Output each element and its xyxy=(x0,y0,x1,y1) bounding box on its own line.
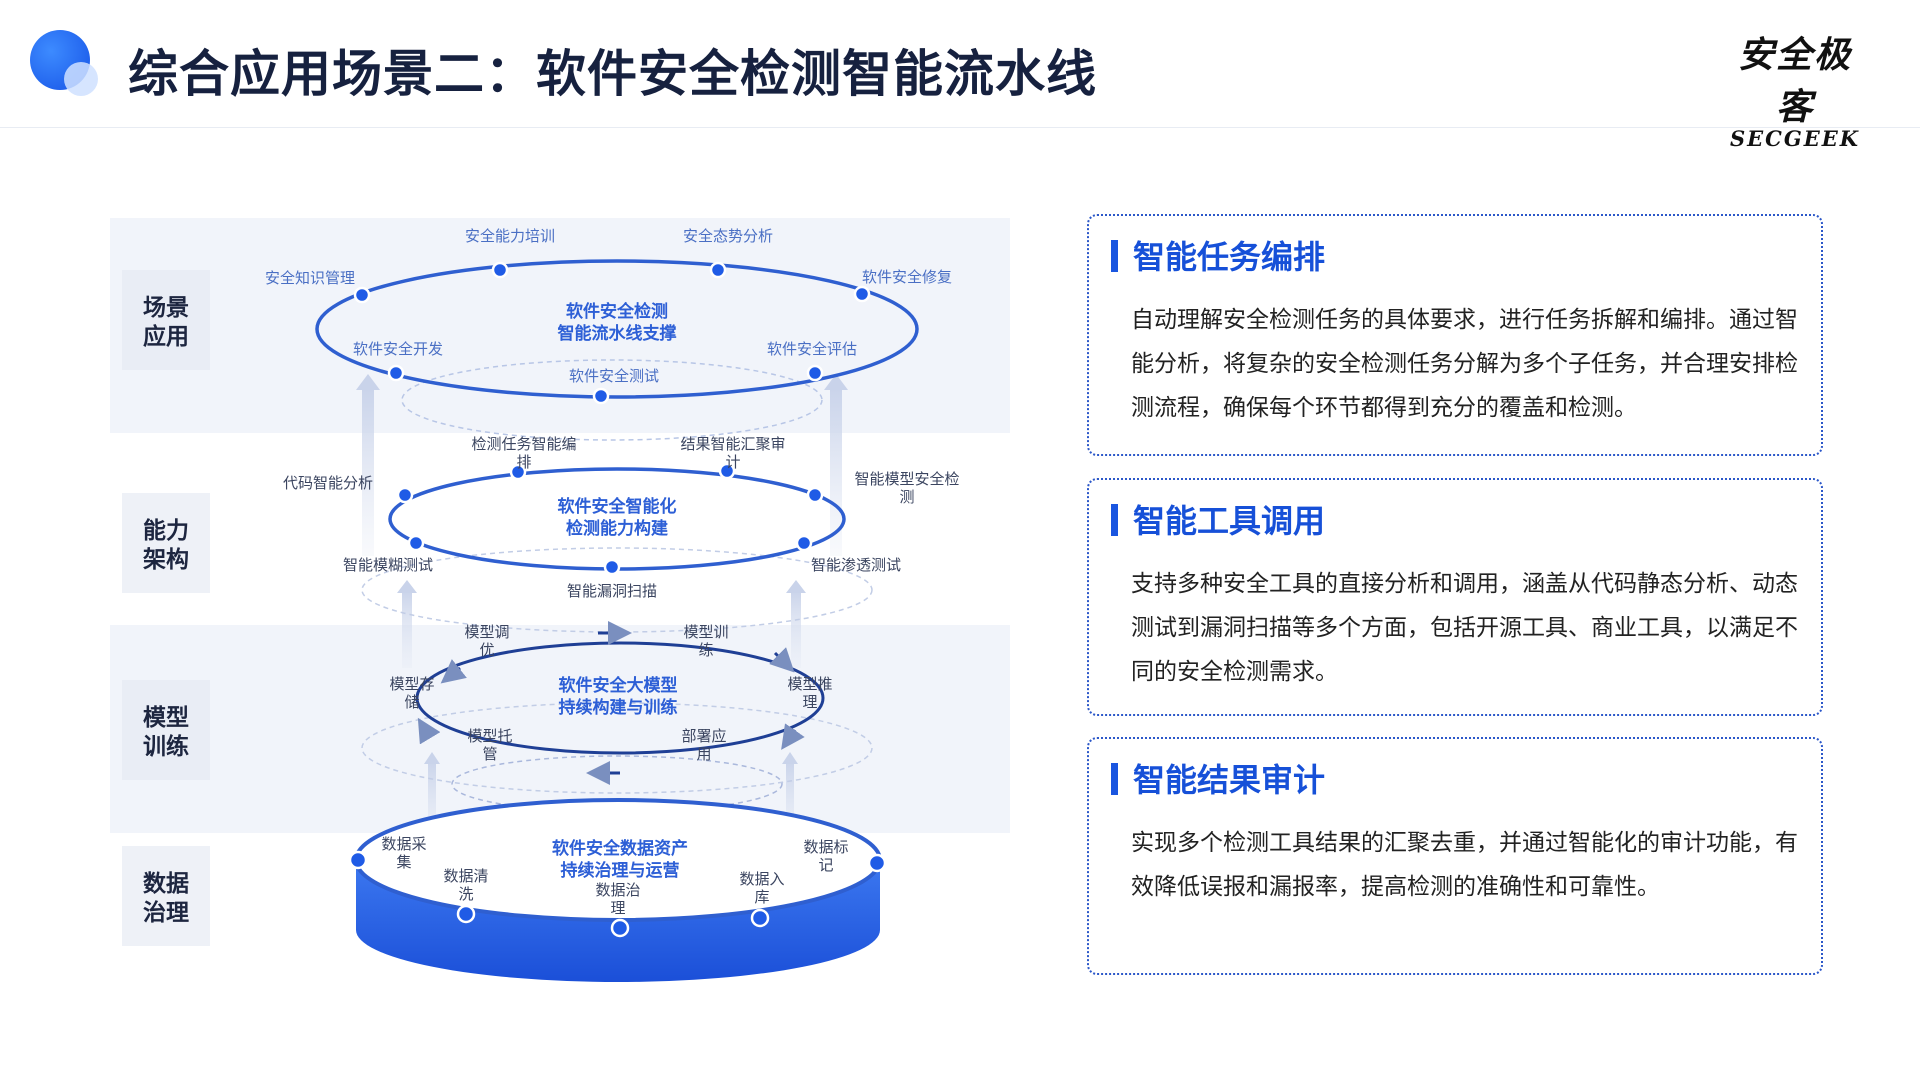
band-model xyxy=(110,625,1010,833)
panel-result-audit: 智能结果审计 实现多个检测工具结果的汇聚去重，并通过智能化的审计功能，有效降低误… xyxy=(1087,737,1823,975)
panel-title: 智能工具调用 xyxy=(1133,502,1326,540)
page-title: 综合应用场景二：软件安全检测智能流水线 xyxy=(128,45,1097,103)
row-label-data: 数据治理 xyxy=(122,846,210,946)
brand-logo-cn: 安全极客 xyxy=(1737,34,1852,128)
panel-accent-bar xyxy=(1111,763,1118,795)
ability-node-label: 智能漏洞扫描 xyxy=(567,582,657,600)
scene-node-label: 安全能力培训 xyxy=(465,227,555,245)
scene-node-dot xyxy=(806,364,824,382)
data-node-label: 数据治理 xyxy=(595,881,640,917)
ability-node-label: 代码智能分析 xyxy=(283,474,373,492)
scene-center-text: 软件安全检测智能流水线支撑 xyxy=(558,301,677,344)
scene-node-dot xyxy=(853,285,871,303)
ability-node-dot xyxy=(407,534,425,552)
ability-node-label: 智能渗透测试 xyxy=(811,556,901,574)
ability-node-dot xyxy=(396,486,414,504)
data-node-dot xyxy=(456,904,476,924)
data-node-label: 数据清洗 xyxy=(443,867,488,903)
panel-accent-bar xyxy=(1111,504,1118,536)
data-node-dot xyxy=(348,850,368,870)
panel-body: 实现多个检测工具结果的汇聚去重，并通过智能化的审计功能，有效降低误报和漏报率，提… xyxy=(1131,830,1798,900)
panel-body: 支持多种安全工具的直接分析和调用，涵盖从代码静态分析、动态测试到漏洞扫描等多个方… xyxy=(1131,571,1798,685)
model-cycle-arrows xyxy=(417,621,805,785)
ability-node-label: 检测任务智能编排 xyxy=(471,435,576,471)
node-dots xyxy=(348,261,887,938)
ability-node-dot xyxy=(795,534,813,552)
page-header: 综合应用场景二：软件安全检测智能流水线 安全极客 SECGEEK xyxy=(0,0,1920,151)
panel-title: 智能结果审计 xyxy=(1133,761,1326,799)
row-label-model: 模型训练 xyxy=(122,680,210,780)
ability-node-dot xyxy=(509,463,527,481)
row-label-ability-text: 能力架构 xyxy=(143,517,189,573)
ability-node-label: 智能模糊测试 xyxy=(343,556,433,574)
model-node-label: 模型托管 xyxy=(467,727,512,763)
scene-node-label: 安全态势分析 xyxy=(683,227,773,245)
data-node-label: 数据采集 xyxy=(381,835,426,871)
node-labels: 安全能力培训安全态势分析安全知识管理软件安全修复软件安全开发软件安全评估软件安全… xyxy=(265,227,960,917)
scene-node-label: 软件安全开发 xyxy=(353,340,443,358)
data-node-label: 数据入库 xyxy=(739,870,784,906)
scene-node-label: 软件安全评估 xyxy=(767,340,857,358)
model-node-label: 部署应用 xyxy=(681,727,726,763)
model-center-text: 软件安全大模型持续构建与训练 xyxy=(559,675,678,718)
data-node-label: 数据标记 xyxy=(803,838,848,874)
data-node-dot xyxy=(750,908,770,928)
brand-logo-en: SECGEEK xyxy=(1729,126,1861,151)
row-label-scene: 场景应用 xyxy=(122,270,210,370)
panel-task-orchestration: 智能任务编排 自动理解安全检测任务的具体要求，进行任务拆解和编排。通过智能分析，… xyxy=(1087,214,1823,456)
scene-node-dot xyxy=(491,261,509,279)
panel-body: 自动理解安全检测任务的具体要求，进行任务拆解和编排。通过智能分析，将复杂的安全检… xyxy=(1131,307,1798,421)
scene-node-dot xyxy=(353,286,371,304)
model-node-label: 模型存储 xyxy=(389,675,434,711)
data-node-dot xyxy=(610,918,630,938)
panel-tool-invocation: 智能工具调用 支持多种安全工具的直接分析和调用，涵盖从代码静态分析、动态测试到漏… xyxy=(1087,478,1823,716)
scene-node-dot xyxy=(709,261,727,279)
ability-center-text: 软件安全智能化检测能力构建 xyxy=(558,496,677,539)
model-node-label: 模型训练 xyxy=(683,623,728,659)
scene-node-dot xyxy=(387,364,405,382)
ability-node-label: 结果智能汇聚审计 xyxy=(680,435,785,471)
logo-circle-accent-icon xyxy=(64,62,98,96)
row-label-scene-text: 场景应用 xyxy=(143,295,189,350)
scene-ring-shadow xyxy=(401,359,823,441)
connector-arrows xyxy=(356,374,848,840)
ability-node-label: 智能模型安全检测 xyxy=(854,470,959,506)
panel-title: 智能任务编排 xyxy=(1133,238,1326,276)
pipeline-diagram-svg: 场景应用 能力架构 模型训练 数据治理 xyxy=(110,218,1010,982)
model-ring-shadow xyxy=(361,702,873,794)
brand-logo: 安全极客 SECGEEK xyxy=(1720,26,1870,151)
row-label-ability: 能力架构 xyxy=(122,493,210,593)
ability-node-dot xyxy=(718,462,736,480)
scene-node-label: 软件安全修复 xyxy=(862,268,952,286)
scene-node-label: 安全知识管理 xyxy=(265,269,355,287)
panel-accent-bar xyxy=(1111,240,1118,272)
data-node-dot xyxy=(867,853,887,873)
scene-node-dot xyxy=(592,387,610,405)
row-label-model-text: 模型训练 xyxy=(143,705,189,760)
scene-node-label: 软件安全测试 xyxy=(569,367,659,385)
pipeline-diagram: 场景应用 能力架构 模型训练 数据治理 xyxy=(0,128,1040,1080)
data-center-text: 软件安全数据资产持续治理与运营 xyxy=(552,838,688,881)
ability-node-dot xyxy=(603,558,621,576)
model-node-label: 模型调优 xyxy=(464,623,509,659)
scene-ring xyxy=(315,259,919,399)
model-node-label: 模型推理 xyxy=(787,675,832,711)
row-label-data-text: 数据治理 xyxy=(143,871,189,926)
ability-node-dot xyxy=(806,486,824,504)
